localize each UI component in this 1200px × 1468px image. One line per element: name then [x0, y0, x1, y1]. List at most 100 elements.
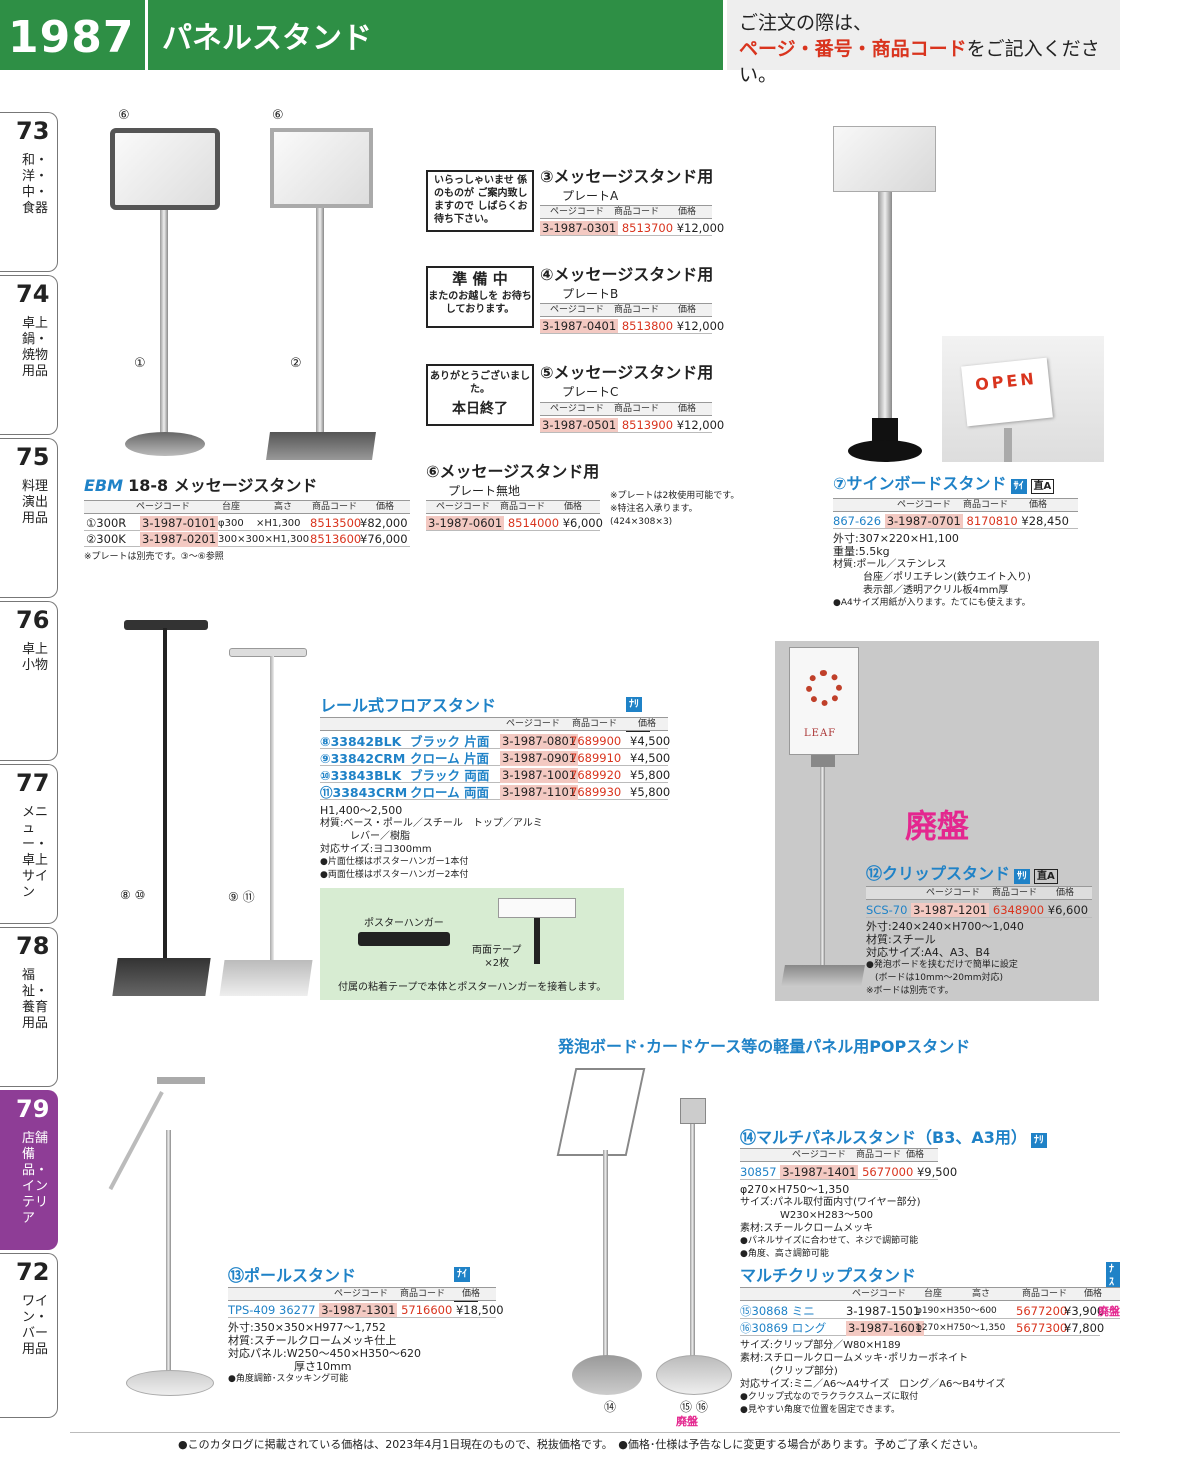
clip-specs: 外寸:240×240×H700～1,040 材質:スチール 対応サイズ:A4、A… [866, 920, 1024, 998]
spec-line: 材質:ポール／ステンレス [833, 559, 947, 570]
tape-label-line1: 両面テープ [472, 945, 522, 956]
table-row: 3-1987-0501 8513900 ¥12,000 [540, 418, 724, 433]
rail-header: ページコード商品コード価格 [320, 717, 668, 731]
item-code: 3-1987-0301 [540, 221, 619, 235]
col-productcode: 商品コード [312, 502, 358, 512]
rail-specs: H1,400～2,500 材質:ベース・ポール／スチール トップ／アルミ レバー… [320, 804, 543, 882]
stand-photo-1-base [125, 432, 205, 456]
item-productcode: 7689930 [570, 785, 622, 799]
item-name: クローム 両面 [410, 785, 489, 800]
plate-a-title-group: ③メッセージスタンド用プレートA [540, 163, 713, 204]
item-price: ¥12,000 [676, 221, 725, 235]
spec-line: ●見やすい角度で位置を固定できます。 [740, 1405, 900, 1415]
side-tab-number: 75 [16, 443, 50, 471]
item-productcode: 8513800 [621, 319, 674, 333]
spec-line: 対応サイズ:A4、A3、B4 [866, 946, 990, 959]
col-productcode: 商品コード [992, 888, 1038, 898]
ebm-table-header: ページコード 台座 高さ 商品コード 価格 [84, 500, 410, 514]
side-tab-number: 78 [16, 932, 50, 960]
plate-6-note: ※プレートは2枚使用可能です。 [610, 491, 740, 501]
item-productcode: 8514000 [507, 516, 560, 530]
footer-note: ●このカタログに掲載されている価格は、2023年4月1日現在のもので、税抜価格で… [178, 1436, 984, 1452]
col-price: 価格 [462, 1289, 481, 1299]
spec-line: サイズ:パネル取付面内寸(ワイヤー部分) [740, 1197, 921, 1208]
side-tab-number: 74 [16, 280, 50, 308]
col-productcode: 商品コード [1022, 1289, 1068, 1299]
signboard-specs: 外寸:307×220×H1,100 重量:5.5kg 材質:ポール／ステンレス … [833, 532, 1031, 610]
leaf-icon [806, 670, 842, 706]
clip-title: ⑫クリップスタンド [866, 864, 1011, 883]
badge-supplier: ｻｲ [1010, 479, 1027, 494]
item-code: 3-1987-0901 [500, 751, 579, 766]
ebm-brand: EBM [84, 476, 124, 495]
rail-title-group: レール式フロアスタンドﾅﾘ直A [320, 692, 668, 732]
stand-photo-2-base [266, 432, 376, 460]
item-no: 30857 [740, 1165, 777, 1179]
clip-stand-photo-bg: LEAF 廃盤 [775, 641, 1099, 1001]
rail-title: レール式フロアスタンド [320, 696, 497, 715]
clip-header: ページコード商品コード価格 [866, 886, 1092, 900]
col-pagecode: ページコード [136, 502, 190, 512]
spec-line: ●角度、高さ調節可能 [740, 1249, 829, 1259]
col-price: 価格 [678, 404, 697, 414]
spec-line: 材質:ベース・ポール／スチール トップ／アルミ [320, 818, 543, 829]
item-productcode: 5677200 [1016, 1304, 1068, 1318]
multi-panel-pole [603, 1150, 608, 1360]
col-pagecode: ページコード [550, 207, 604, 217]
spec-line: サイズ:クリップ部分／W80×H189 [740, 1340, 901, 1351]
plate-b-sign-text: またのお越しを お待ちしております。 [428, 291, 532, 315]
item-no: TPS-409 36277 [228, 1303, 316, 1317]
order-note: ご注文の際は、 ページ・番号・商品コードをご記入ください。 [727, 0, 1120, 86]
col-price: 価格 [1084, 1289, 1103, 1299]
multi-panel-wire [556, 1068, 646, 1156]
side-tab-number: 72 [16, 1258, 50, 1286]
spec-line: 素材:スチロールクロームメッキ･ポリカーボネイト [740, 1353, 969, 1364]
side-tab-label: 料理演出用品 [22, 479, 49, 526]
pop-heading: 発泡ボード･カードケース等の軽量パネル用POPスタンド [558, 1037, 971, 1056]
item-productcode: 7689920 [570, 768, 622, 782]
plate-6-note: ※特注名入承ります。 [610, 504, 698, 514]
stand-photo-1-pole [160, 210, 168, 445]
mclip-title: マルチクリップスタンド [740, 1266, 917, 1285]
item-code: 3-1987-1101 [500, 785, 579, 800]
spec-line: 外寸:307×220×H1,100 [833, 532, 959, 545]
item-no: ⑨33842CRM [320, 751, 406, 766]
spec-line: 外寸:240×240×H700～1,040 [866, 920, 1024, 933]
multi-specs: φ270×H750～1,350 サイズ:パネル取付面内寸(ワイヤー部分) W23… [740, 1183, 921, 1261]
stand-photo-2-pole [316, 208, 324, 448]
item-code: 3-1987-0801 [500, 734, 579, 749]
spec-line: ●クリップ式なのでラクラクスムーズに取付 [740, 1392, 919, 1402]
col-pagecode: ページコード [550, 305, 604, 315]
side-tab-number: 73 [16, 117, 50, 145]
plate-b-sub: プレートB [562, 287, 619, 301]
item-price: ¥9,500 [916, 1165, 958, 1179]
multi-panel-base [572, 1355, 642, 1395]
mark-8-10: ⑧ ⑩ [120, 888, 146, 902]
multi-header: ページコード商品コード価格 [740, 1148, 938, 1162]
item-productcode: 5677300 [1016, 1321, 1068, 1335]
item-code: 3-1987-1501 [846, 1304, 921, 1318]
item-base: φ190×H350～600 [916, 1306, 997, 1316]
col-price: 価格 [678, 305, 697, 315]
spec-line: 表示部／透明アクリル板4mm厚 [833, 585, 1009, 596]
side-tab-75[interactable]: 75 料理演出用品 [0, 438, 58, 598]
hanger-top-image [498, 898, 576, 918]
mclip-header: ページコード台座高さ商品コード価格 [740, 1287, 1120, 1301]
discontinued-tag-bottom: 廃盤 [676, 1415, 698, 1428]
side-tab-label: メニュー・卓上サイン [22, 805, 49, 900]
signboard-photo-pole [878, 192, 892, 422]
poster-hanger-image [358, 932, 450, 946]
pole-stand-base [126, 1370, 214, 1396]
plate-b-sign: 準 備 中またのお越しを お待ちしております。 [426, 266, 534, 328]
